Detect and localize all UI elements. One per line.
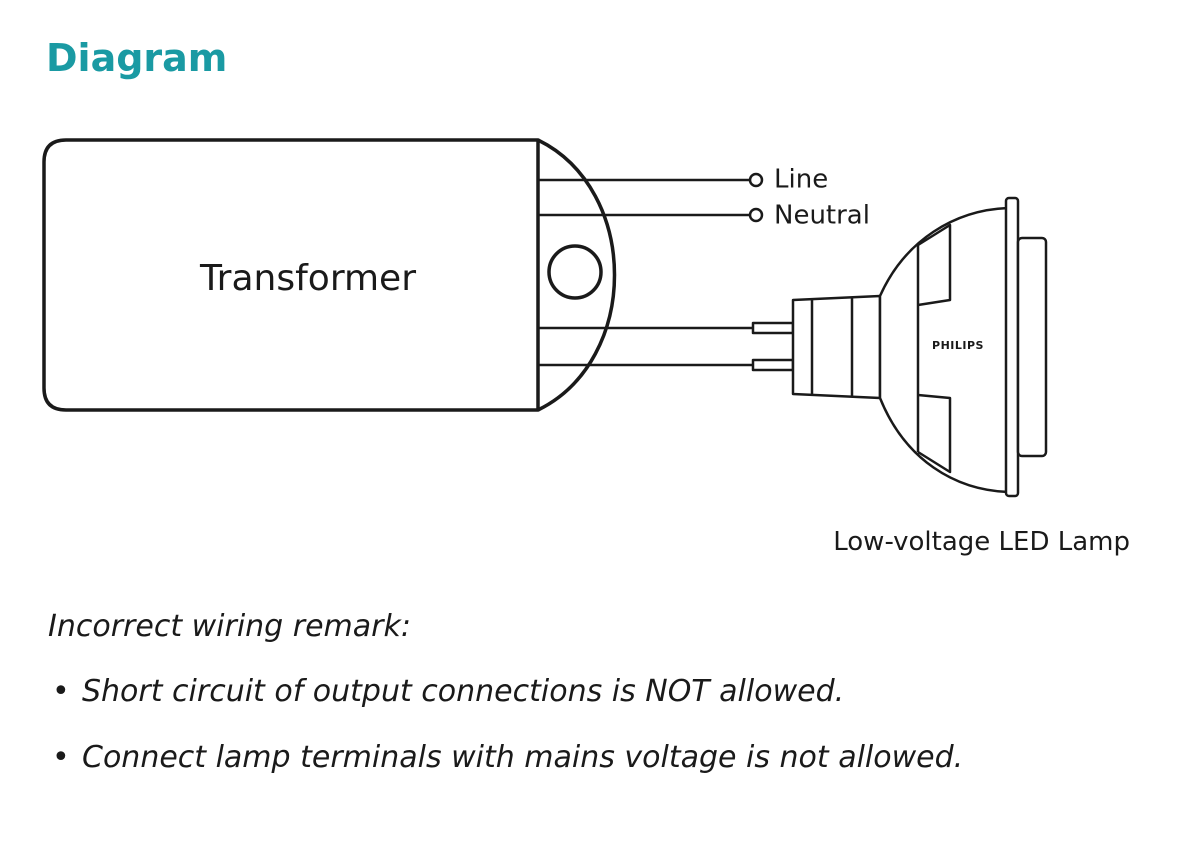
wiring-remarks: Incorrect wiring remark: • Short circuit…: [48, 605, 1148, 803]
remark-text: Short circuit of output connections is N…: [82, 674, 845, 709]
led-lamp: [751, 196, 1048, 498]
lamp-base: [791, 294, 882, 400]
lamp-inner-frame: [917, 223, 952, 474]
lamp-rim: [1004, 196, 1020, 498]
line-terminal: [748, 172, 764, 188]
output-wires: [538, 326, 755, 367]
diagram-heading: Diagram: [46, 36, 228, 80]
remarks-list: • Short circuit of output connections is…: [48, 671, 1148, 779]
transformer-end-cap: [537, 138, 617, 412]
bullet-icon: •: [52, 740, 70, 775]
remarks-title: Incorrect wiring remark:: [48, 609, 411, 644]
bullet-icon: •: [52, 674, 70, 709]
lamp-lens: [1016, 236, 1048, 458]
line-label: Line: [774, 165, 828, 195]
lamp-brand-label: PHILIPS: [932, 339, 984, 352]
lamp-caption: Low-voltage LED Lamp: [833, 527, 1130, 557]
list-item: • Short circuit of output connections is…: [48, 671, 1148, 713]
lamp-pin-2: [751, 358, 795, 372]
input-wires: [538, 172, 764, 223]
transformer: [42, 138, 617, 412]
neutral-label: Neutral: [774, 201, 870, 231]
lamp-pin-1: [751, 321, 795, 335]
list-item: • Connect lamp terminals with mains volt…: [48, 737, 1148, 779]
transformer-body: [42, 138, 540, 412]
remark-text: Connect lamp terminals with mains voltag…: [82, 740, 964, 775]
transformer-mount-hole: [547, 244, 603, 300]
transformer-label: Transformer: [199, 258, 416, 299]
wiring-diagram: Transformer Line Neutral PHILIPS Low-vol…: [42, 138, 1130, 557]
neutral-terminal: [748, 207, 764, 223]
